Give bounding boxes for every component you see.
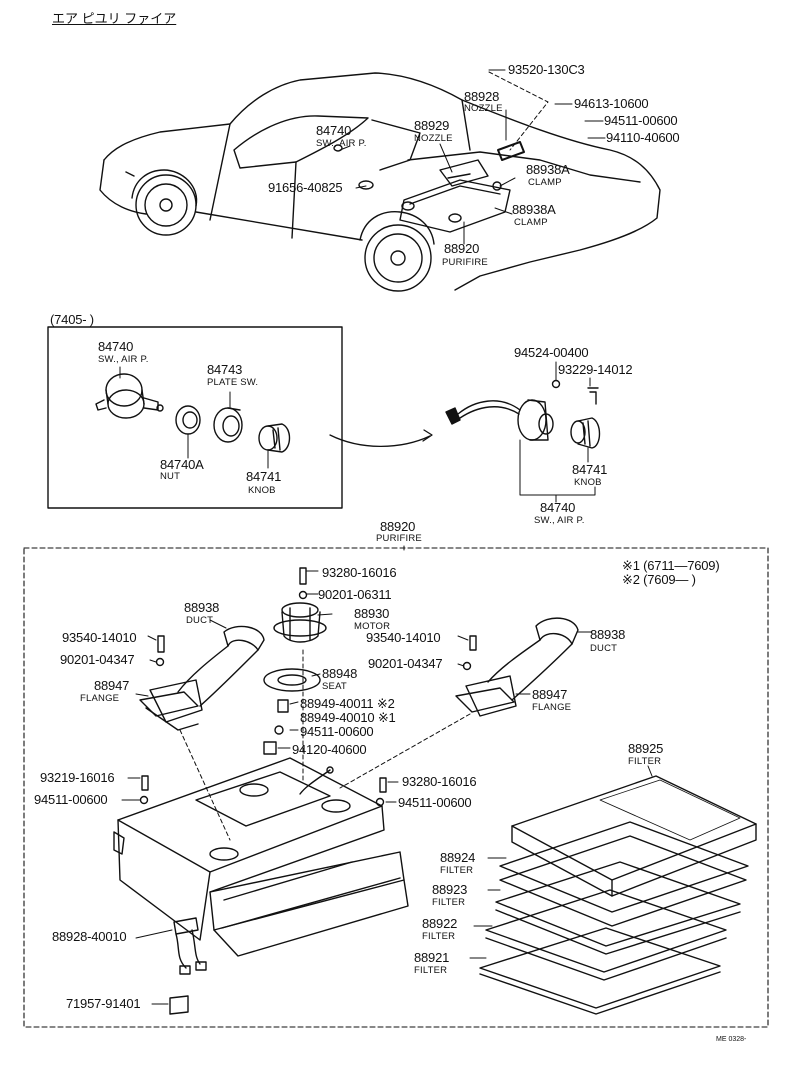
- part-88930-name: MOTOR: [354, 621, 391, 632]
- part-94120-40600: 94120-40600: [292, 742, 367, 757]
- switch-new-parts: [445, 379, 601, 449]
- part-88938a-1-name: CLAMP: [528, 177, 562, 188]
- part-84740-new: 84740: [540, 500, 576, 515]
- purifier-leaders: [121, 570, 593, 1005]
- part-88938a-2: 88938A: [512, 202, 556, 217]
- part-88921: 88921: [414, 950, 450, 965]
- part-88938-right: 88938: [590, 627, 626, 642]
- part-93280-16016-top: 93280-16016: [322, 565, 397, 580]
- part-90201-04347-left: 90201-04347: [60, 652, 135, 667]
- car-illustration: [99, 72, 661, 292]
- part-91656-40825: 91656-40825: [268, 180, 343, 195]
- upper-leader-lines: [339, 69, 606, 245]
- part-94524-00400: 94524-00400: [514, 345, 589, 360]
- part-88920-purifier: 88920: [380, 519, 416, 534]
- note-star1: ※1 (6711—7609): [622, 558, 720, 573]
- part-84740-upper: 84740: [316, 123, 352, 138]
- catalog-code: ME 0328-: [716, 1036, 747, 1043]
- part-88948: 88948: [322, 666, 358, 681]
- right-duct: [455, 617, 579, 717]
- part-94110-40600: 94110-40600: [606, 130, 680, 145]
- part-88947-right-name: FLANGE: [532, 702, 572, 713]
- part-88948-name: SEAT: [322, 681, 347, 692]
- part-84740a-name: NUT: [160, 471, 181, 482]
- motor-assembly: [263, 567, 327, 755]
- part-88929-name: NOZZLE: [414, 133, 453, 144]
- part-88922: 88922: [422, 916, 458, 931]
- part-90201-04347-right: 90201-04347: [368, 656, 443, 671]
- part-88947-left-name: FLANGE: [80, 693, 120, 704]
- part-88938a-1: 88938A: [526, 162, 570, 177]
- assembly-dashed-lines: [179, 649, 471, 841]
- part-88930: 88930: [354, 606, 390, 621]
- page-title: エア ピユリ ファイア: [52, 11, 177, 26]
- filter-stack: [479, 775, 757, 1015]
- part-88925: 88925: [628, 741, 664, 756]
- part-88920-upper-name: PURIFIRE: [442, 257, 488, 268]
- part-93520-130c3: 93520-130C3: [508, 62, 585, 77]
- part-88938-right-name: DUCT: [590, 643, 618, 654]
- part-93219-16016: 93219-16016: [40, 770, 115, 785]
- part-84741-old-name: KNOB: [248, 485, 276, 496]
- part-94613-10600: 94613-10600: [574, 96, 649, 111]
- part-88938-left: 88938: [184, 600, 220, 615]
- part-94511-00600-mid: 94511-00600: [300, 724, 374, 739]
- arrow-head: [422, 429, 433, 442]
- switch-old-range: (7405- ): [50, 312, 94, 327]
- part-88925-name: FILTER: [628, 756, 662, 767]
- part-88949-40011: 88949-40011 ※2: [300, 696, 395, 711]
- switch-old-leaders: [119, 366, 269, 469]
- part-88947-left: 88947: [94, 678, 130, 693]
- part-88928-40010: 88928-40010: [52, 929, 127, 944]
- part-88947-right: 88947: [532, 687, 568, 702]
- part-88929: 88929: [414, 118, 450, 133]
- part-84743-name: PLATE SW.: [207, 377, 259, 388]
- filter-leaders: [469, 765, 653, 959]
- part-93280-16016-right: 93280-16016: [402, 774, 477, 789]
- part-88924-name: FILTER: [440, 865, 474, 876]
- note-star2: ※2 (7609— ): [622, 572, 696, 587]
- part-88949-40010: 88949-40010 ※1: [300, 710, 396, 725]
- part-93540-14010-left: 93540-14010: [62, 630, 137, 645]
- part-71957-91401: 71957-91401: [66, 996, 141, 1011]
- part-88923-name: FILTER: [432, 897, 466, 908]
- part-88923: 88923: [432, 882, 468, 897]
- part-88938a-2-name: CLAMP: [514, 217, 548, 228]
- purifier-frame: [23, 547, 769, 1028]
- part-94511-00600-right: 94511-00600: [398, 795, 472, 810]
- part-84741-new: 84741: [572, 462, 608, 477]
- part-84740-new-name: SW., AIR P.: [534, 515, 585, 526]
- switch-old-parts: [95, 373, 291, 453]
- part-88920-upper: 88920: [444, 241, 480, 256]
- part-84741-old: 84741: [246, 469, 282, 484]
- part-84740-old-name: SW., AIR P.: [98, 354, 149, 365]
- part-88921-name: FILTER: [414, 965, 448, 976]
- part-88924: 88924: [440, 850, 476, 865]
- part-88928-name: NOZZLE: [464, 103, 503, 114]
- part-84741-new-name: KNOB: [574, 477, 602, 488]
- part-88920-purifier-name: PURIFIRE: [376, 533, 422, 544]
- connector-wire: [169, 917, 207, 1015]
- switch-old-frame: [47, 326, 343, 509]
- part-94511-00600-left: 94511-00600: [34, 792, 108, 807]
- curved-arrow: [329, 434, 431, 447]
- left-duct: [139, 625, 265, 731]
- part-93229-14012: 93229-14012: [558, 362, 633, 377]
- part-84740-upper-name: SW., AIR P.: [316, 138, 367, 149]
- part-84740-old: 84740: [98, 339, 134, 354]
- small-bolts: [139, 635, 477, 807]
- part-94511-00600-upper: 94511-00600: [604, 113, 678, 128]
- part-93540-14010-right: 93540-14010: [366, 630, 441, 645]
- part-84740a: 84740A: [160, 457, 204, 472]
- part-84743: 84743: [207, 362, 243, 377]
- part-88928: 88928: [464, 89, 500, 104]
- part-88922-name: FILTER: [422, 931, 456, 942]
- part-90201-06311: 90201-06311: [318, 587, 392, 602]
- part-88938-left-name: DUCT: [186, 615, 214, 626]
- switch-new-leaders: [519, 361, 596, 503]
- purifier-housing: [113, 757, 409, 957]
